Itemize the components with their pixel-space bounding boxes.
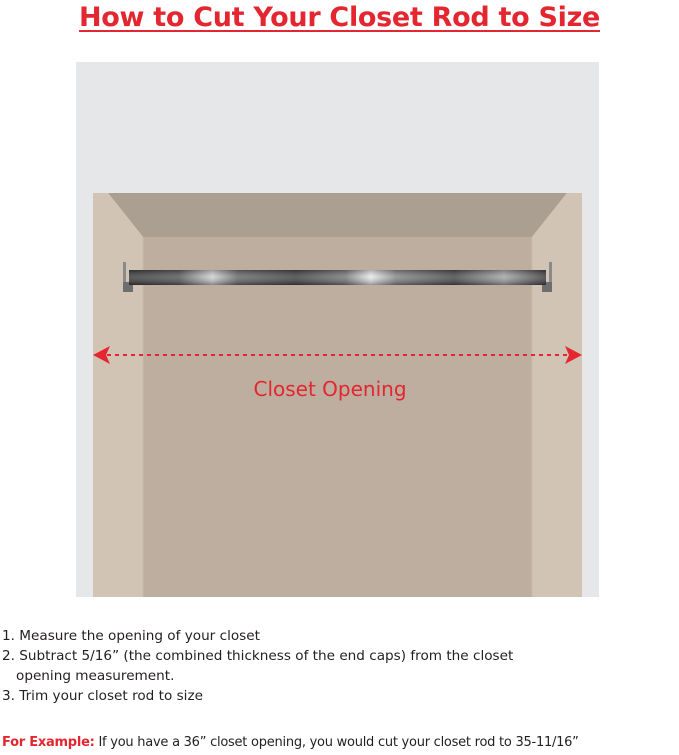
step-2: 2. Subtract 5/16” (the combined thicknes… (2, 648, 514, 664)
left-end-cap (123, 262, 133, 292)
right-arrowhead-icon (565, 346, 582, 364)
instruction-steps: 1. Measure the opening of your closet 2.… (2, 626, 677, 706)
page-title: How to Cut Your Closet Rod to Size (78, 2, 600, 33)
left-arrowhead-icon (93, 346, 110, 364)
step-3: 3. Trim your closet rod to size (2, 688, 203, 704)
example-lead: For Example: (2, 735, 95, 750)
closet-back-wall (143, 237, 532, 597)
closet-diagram (76, 62, 599, 597)
example-note: For Example: If you have a 36” closet op… (2, 733, 679, 753)
closet-ceiling (108, 193, 567, 237)
closet-opening-label: Closet Opening (253, 377, 407, 401)
step-1: 1. Measure the opening of your closet (2, 628, 260, 644)
opening-measure-arrow (93, 346, 582, 364)
closet-left-side (93, 193, 143, 597)
closet-rod-shading (129, 270, 546, 285)
example-text: If you have a 36” closet opening, you wo… (94, 735, 579, 750)
step-2-continued: opening measurement. (16, 668, 175, 684)
closet-right-side (532, 193, 582, 597)
right-end-cap (542, 262, 552, 292)
